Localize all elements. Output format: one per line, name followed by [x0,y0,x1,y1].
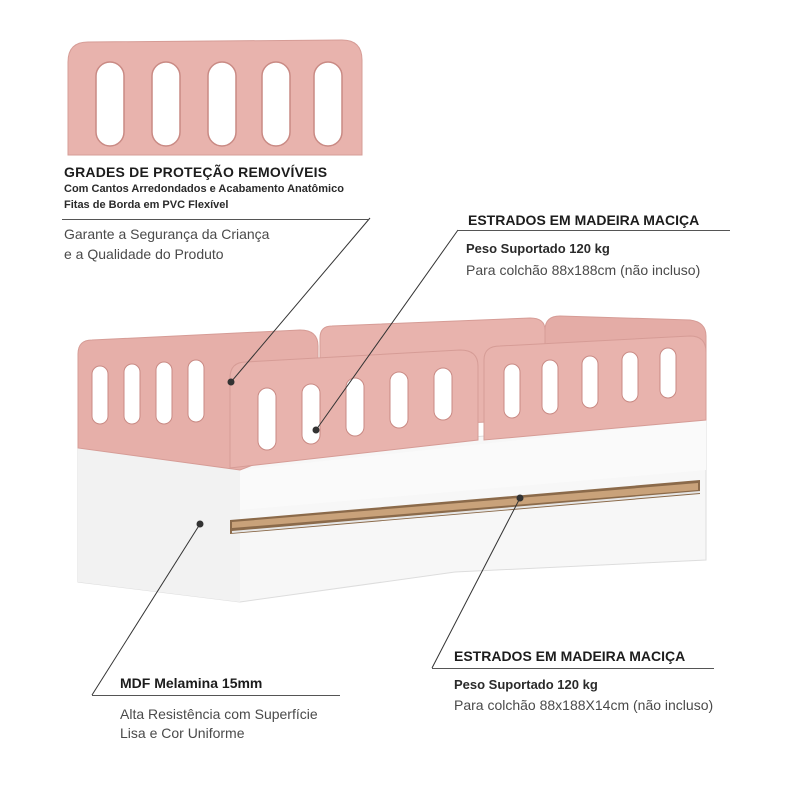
guard-rails-desc1: Garante a Segurança da Criança [64,226,270,242]
top-slats-title: ESTRADOS EM MADEIRA MACIÇA [468,212,700,228]
mdf-divider [92,695,340,696]
top-slats-desc: Para colchão 88x188cm (não incluso) [466,262,701,278]
bottom-slats-title: ESTRADOS EM MADEIRA MACIÇA [454,648,686,664]
guard-rails-divider [62,219,368,220]
bottom-slats-subtitle: Peso Suportado 120 kg [454,677,598,692]
guard-rails-line2: Fitas de Borda em PVC Flexível [64,199,229,211]
top-slats-subtitle: Peso Suportado 120 kg [466,241,610,256]
mdf-desc2: Lisa e Cor Uniforme [120,725,245,741]
guard-rails-desc2: e a Qualidade do Produto [64,246,224,262]
guard-rails-line1: Com Cantos Arredondados e Acabamento Ana… [64,183,344,195]
bottom-slats-divider [432,668,714,669]
top-slats-divider [458,230,730,231]
guard-rail-detail [67,39,363,156]
mdf-desc1: Alta Resistência com Superfície [120,706,318,722]
guard-rails-title: GRADES DE PROTEÇÃO REMOVÍVEIS [64,164,328,180]
bottom-slats-desc: Para colchão 88x188X14cm (não incluso) [454,697,714,713]
mdf-title: MDF Melamina 15mm [120,675,263,691]
leader-lines [91,217,524,696]
